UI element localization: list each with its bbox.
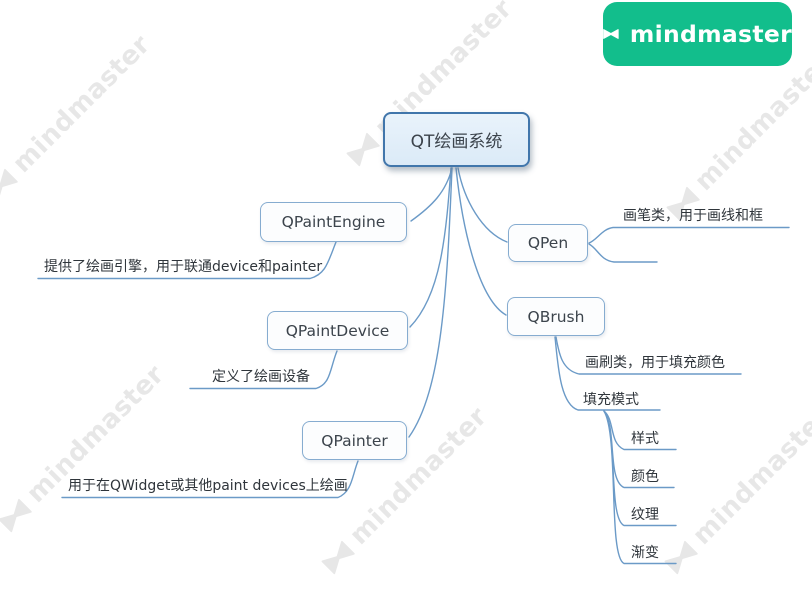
topic-underline-qpen-note [588,226,790,244]
mindmaster-logo-icon [603,29,619,39]
topic-qpen[interactable]: QPen [508,224,588,262]
subtopic-fill-style[interactable]: 样式 [631,431,659,447]
topic-qpainter[interactable]: QPainter [302,421,407,460]
subtopic-fill-texture[interactable]: 纹理 [631,507,659,523]
mindmaster-logo-badge: mindmaster [603,2,792,66]
mindmaster-logo-text: mindmaster [629,20,792,48]
subtopic-qpen-note[interactable]: 画笔类，用于画线和框 [623,208,763,224]
branch-line-root-qpaintdevice [409,167,452,328]
subtopic-qpaintengine-note[interactable]: 提供了绘画引擎，用于联通device和painter [44,259,323,275]
branch-line-root-qbrush [455,167,507,316]
subtopic-fill-mode[interactable]: 填充模式 [583,392,639,408]
topic-underline-qpen-empty [588,243,658,263]
root-topic[interactable]: QT绘画系统 [383,112,530,167]
topic-underline-qpaintengine-note [37,241,337,280]
subtopic-qpainter-note[interactable]: 用于在QWidget或其他paint devices上绘画 [68,478,348,494]
topic-underline-fillmode-gradient [603,410,677,565]
subtopic-qbrush-note[interactable]: 画刷类，用于填充颜色 [585,355,725,371]
topic-qpaintdevice[interactable]: QPaintDevice [267,311,408,350]
topic-qpaintengine[interactable]: QPaintEngine [260,202,407,242]
topic-qbrush[interactable]: QBrush [507,297,605,336]
subtopic-fill-color[interactable]: 颜色 [631,469,659,485]
topic-underline-qbrush-note1 [555,336,742,375]
topic-underline-qpainter-note [61,460,359,499]
subtopic-qpaintdevice-note[interactable]: 定义了绘画设备 [212,369,310,385]
subtopic-fill-gradient[interactable]: 渐变 [631,545,659,561]
branch-line-root-qpen [457,167,508,243]
branch-line-root-qpainter [408,167,453,438]
topic-underline-qpaintdevice-note [189,350,338,390]
branch-line-root-qpaintengine [410,167,453,222]
topic-underline-qbrush-note2 [554,336,661,411]
